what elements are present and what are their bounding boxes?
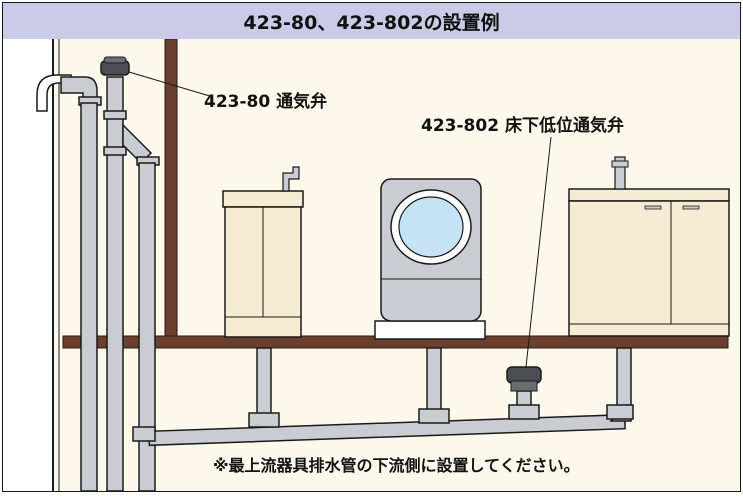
floor-vent-valve-label: 423-802 床下低位通気弁 — [421, 115, 624, 136]
title-bar: 423-80、423-802の設置例 — [3, 3, 740, 40]
kitchen-counter — [568, 156, 730, 337]
washing-machine — [374, 178, 486, 340]
diagram-title: 423-80、423-802の設置例 — [243, 11, 500, 34]
installation-note: ※最上流器具排水管の下流側に設置してください。 — [213, 456, 580, 475]
wall-left-strip — [3, 39, 53, 491]
vent-valve-stack — [103, 76, 160, 491]
horizontal-drain-pipe — [132, 404, 634, 447]
vanity-cabinet — [222, 166, 304, 338]
vent-valve-label: 423-80 通気弁 — [204, 91, 327, 112]
main-vent-stack — [60, 76, 102, 491]
vent-valve-leader — [128, 71, 214, 98]
installation-scene: 423-80 通気弁 — [3, 39, 740, 491]
floor-vent-valve-leader — [525, 136, 552, 368]
floor-vent-valve-423-802 — [506, 366, 542, 392]
vent-valve-423-80 — [100, 56, 130, 76]
